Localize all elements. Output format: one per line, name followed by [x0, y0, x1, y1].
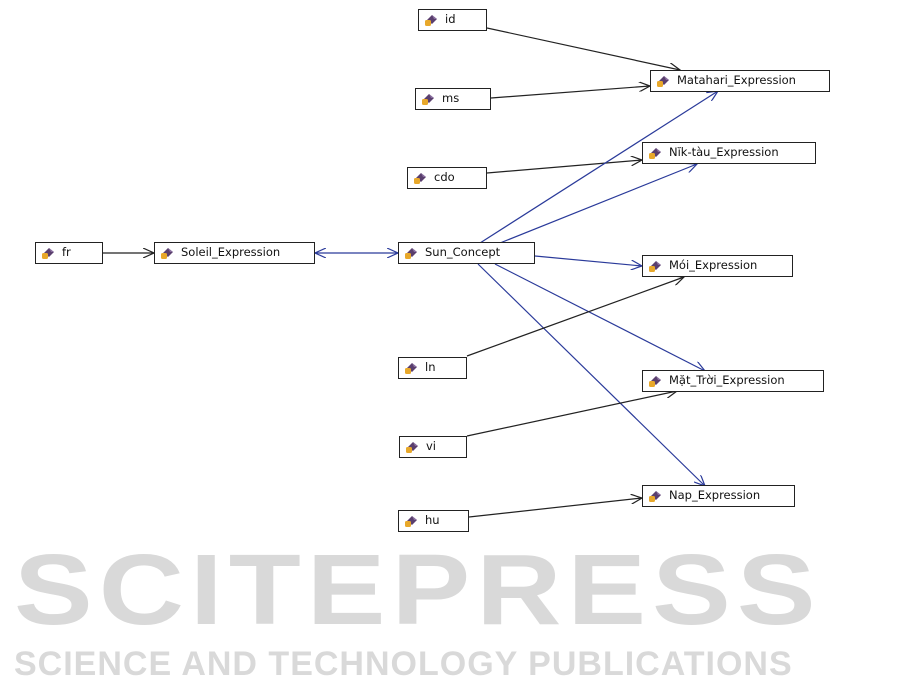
edge-vi-mattroi: [466, 391, 677, 437]
individual-icon: [421, 92, 435, 106]
node-matahari[interactable]: Matahari_Expression: [650, 70, 830, 92]
edge-id-matahari: [486, 27, 680, 70]
edge-sun-moi: [534, 255, 642, 266]
individual-icon: [648, 146, 662, 160]
node-label: ms: [442, 91, 460, 105]
individual-icon: [424, 13, 438, 27]
individual-icon: [404, 514, 418, 528]
individual-icon: [413, 171, 427, 185]
node-mattroi[interactable]: Mặt_Trời_Expression: [642, 370, 824, 392]
node-label: fr: [62, 245, 71, 259]
individual-icon: [656, 74, 670, 88]
node-niktau[interactable]: Nĭk-tàu_Expression: [642, 142, 816, 164]
individual-icon: [404, 361, 418, 375]
node-ms[interactable]: ms: [415, 88, 491, 110]
node-label: cdo: [434, 170, 455, 184]
individual-icon: [648, 489, 662, 503]
node-soleil[interactable]: Soleil_Expression: [154, 242, 315, 264]
edge-sun-nap: [477, 263, 705, 486]
individual-icon: [648, 374, 662, 388]
node-label: Nĭk-tàu_Expression: [669, 145, 779, 159]
node-sun[interactable]: Sun_Concept: [398, 242, 535, 264]
watermark-subtitle: SCIENCE AND TECHNOLOGY PUBLICATIONS: [14, 645, 793, 683]
node-label: Soleil_Expression: [181, 245, 281, 259]
node-label: Mói_Expression: [669, 258, 758, 272]
node-hu[interactable]: hu: [398, 510, 469, 532]
individual-icon: [160, 246, 174, 260]
individual-icon: [41, 246, 55, 260]
edge-sun-mattroi: [494, 263, 705, 371]
node-vi[interactable]: vi: [399, 436, 467, 458]
edge-ln-moi: [466, 277, 684, 357]
node-id[interactable]: id: [418, 9, 487, 31]
edge-cdo-niktau: [486, 160, 642, 174]
node-label: Sun_Concept: [425, 245, 501, 259]
node-cdo[interactable]: cdo: [407, 167, 487, 189]
node-label: vi: [426, 439, 437, 453]
individual-icon: [648, 259, 662, 273]
node-label: id: [445, 12, 456, 26]
watermark-title: SCITEPRESS: [14, 534, 822, 647]
node-label: Mặt_Trời_Expression: [669, 373, 785, 387]
node-fr[interactable]: fr: [35, 242, 103, 264]
node-nap[interactable]: Nap_Expression: [642, 485, 795, 507]
node-label: Nap_Expression: [669, 488, 761, 502]
individual-icon: [404, 246, 418, 260]
node-ln[interactable]: ln: [398, 357, 467, 379]
node-label: ln: [425, 360, 436, 374]
node-moi[interactable]: Mói_Expression: [642, 255, 793, 277]
node-label: hu: [425, 513, 440, 527]
node-label: Matahari_Expression: [677, 73, 796, 87]
edge-hu-nap: [468, 498, 642, 518]
edge-sun-matahari: [479, 91, 718, 244]
edge-ms-matahari: [490, 86, 650, 99]
individual-icon: [405, 440, 419, 454]
edge-sun-niktau: [499, 164, 697, 244]
